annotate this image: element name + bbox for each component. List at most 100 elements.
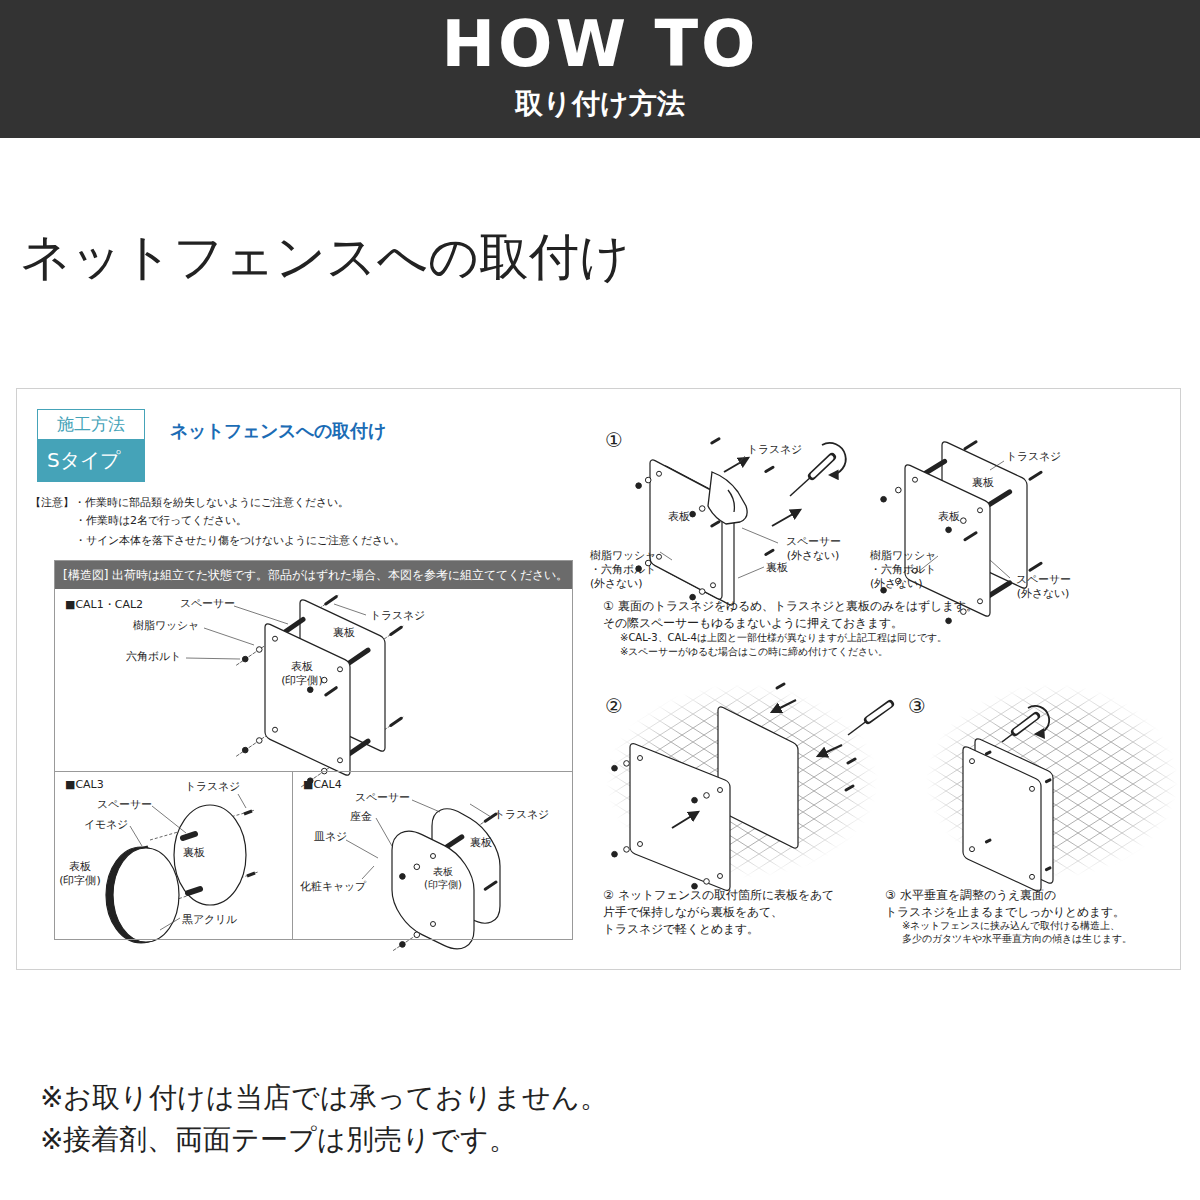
- hardware-part: [989, 492, 1009, 505]
- part-label: スペーサー: [355, 791, 410, 805]
- hole-or-washer: [1030, 786, 1035, 791]
- hardware-part: [326, 688, 337, 695]
- hardware-part: [1030, 472, 1041, 479]
- hardware-part: [777, 684, 784, 688]
- hardware-part: [965, 533, 976, 540]
- instruction-frame: [17, 389, 1181, 970]
- hole-or-washer: [256, 647, 262, 653]
- hardware-part: [284, 620, 303, 633]
- step-note: ※CAL-3、CAL-4は上図と一部仕様が異なりますが上記工程は同じです。: [620, 632, 947, 645]
- hole-or-washer: [624, 761, 630, 767]
- hole-or-washer: [624, 847, 630, 853]
- hole-or-washer: [913, 477, 918, 482]
- part-label: 表板: [668, 510, 690, 524]
- part-label: 裏板: [333, 626, 355, 640]
- node-heading: [構造図] 出荷時は組立てた状態です。部品がはずれた場合、本図を参考に組立ててく…: [55, 561, 572, 589]
- variant-panel: ■CAL1・CAL2: [55, 589, 572, 771]
- leader-lines: [130, 456, 1010, 930]
- hardware-part: [485, 882, 496, 889]
- node-text: Sタイプ: [37, 440, 145, 482]
- subtitle: 取り付け方法: [0, 86, 1200, 121]
- hardware-part: [766, 550, 773, 554]
- hardware-part: [766, 467, 773, 471]
- hardware-part: [848, 759, 855, 763]
- hole-or-washer: [273, 636, 278, 641]
- section-heading: ネットフェンスへの取付け: [20, 226, 630, 289]
- hardware-part: [349, 650, 368, 663]
- hole-or-washer: [400, 874, 406, 880]
- hole-or-washer: [431, 922, 436, 927]
- hole-or-washer: [638, 756, 643, 761]
- part-label: トラスネジ: [494, 808, 549, 822]
- hole-or-washer: [881, 496, 887, 502]
- node-heading: ■CAL3: [55, 772, 114, 797]
- hole-or-washer: [946, 618, 952, 624]
- caution-note: 【注意】・作業時に部品類を紛失しないようにご注意ください。: [30, 496, 349, 510]
- step-note: ※スペーサーがゆるむ場合はこの時に締め付けてください。: [620, 646, 888, 659]
- hardware-part: [349, 741, 368, 754]
- hardware-part: [1046, 868, 1050, 870]
- header-bar: [0, 0, 1200, 138]
- hole-or-washer: [704, 793, 710, 799]
- node-heading: 施工方法: [37, 409, 145, 440]
- step-note: ※ネットフェンスに挟み込んで取付ける構造上、 多少のガタツキや水平垂直方向の傾き…: [902, 920, 1172, 945]
- hardware-part: [986, 840, 990, 842]
- part-label: トラスネジ: [747, 443, 802, 457]
- hole-or-washer: [699, 506, 705, 512]
- hole-or-washer: [307, 687, 313, 693]
- part-label: 樹脂ワッシャ ・六角ボルト (外さない): [870, 549, 944, 590]
- part-label: 裏板: [972, 476, 994, 490]
- hole-or-washer: [699, 589, 705, 595]
- part-label: 表板 (印字側): [416, 866, 470, 891]
- footnote: ※お取り付けは当店では承っておりません。: [40, 1080, 608, 1115]
- part-label: イモネジ: [84, 818, 128, 832]
- part-label: 裏板: [470, 836, 492, 850]
- hardware-part: [326, 597, 337, 604]
- structure-panel: [構造図] 出荷時は組立てた状態です。部品がはずれた場合、本図を参考に組立ててく…: [54, 560, 573, 940]
- node-heading: ■CAL1・CAL2: [55, 589, 153, 620]
- step-text: ① 裏面のトラスネジをゆるめ、トラスネジと裏板のみをはずします。 その際スペーサ…: [603, 598, 1033, 632]
- hole-or-washer: [242, 656, 248, 662]
- hardware-part: [391, 718, 402, 725]
- part-label: 表板 (印字側): [52, 860, 108, 888]
- sign-plate: [963, 745, 1041, 893]
- hole-or-washer: [338, 758, 343, 763]
- step-text: ② ネットフェンスの取付箇所に表板をあて 片手で保持しながら裏板をあて、 トラス…: [603, 887, 878, 937]
- sign-plate: [392, 820, 474, 960]
- page-title: HOW TO: [0, 4, 1200, 84]
- variant-panel: ■CAL4: [293, 771, 572, 939]
- part-label: トラスネジ: [1006, 450, 1061, 464]
- hole-or-washer: [704, 879, 710, 885]
- panel-heading: ネットフェンスへの取付け: [170, 418, 386, 443]
- hole-or-washer: [692, 797, 698, 803]
- part-label: 裏板: [766, 561, 788, 575]
- hardware-part: [989, 583, 1009, 596]
- part-label: 裏板: [183, 846, 205, 860]
- hole-or-washer: [431, 854, 436, 859]
- sign-plate: [265, 622, 350, 777]
- part-label: スペーサー (外さない): [780, 535, 846, 563]
- part-label: 六角ボルト: [126, 650, 181, 664]
- part-label: スペーサー: [97, 798, 152, 812]
- hole-or-washer: [978, 599, 983, 604]
- hole-or-washer: [946, 527, 952, 533]
- part-label: 黒アクリル: [182, 913, 237, 927]
- hole-or-washer: [718, 874, 723, 879]
- hole-or-washer: [273, 727, 278, 732]
- part-label: 皿ネジ: [314, 830, 347, 844]
- hardware-part: [924, 461, 944, 474]
- step-number: ③: [906, 694, 928, 719]
- hole-or-washer: [711, 583, 716, 588]
- part-label: トラスネジ: [370, 609, 425, 623]
- hole-or-washer: [338, 667, 343, 672]
- hardware-part: [712, 522, 719, 526]
- caution-note: ・サイン本体を落下させたり傷をつけないようにご注意ください。: [75, 534, 405, 548]
- hole-or-washer: [1030, 874, 1035, 879]
- hole-or-washer: [970, 847, 975, 852]
- part-label: スペーサー: [180, 597, 235, 611]
- step-number: ②: [603, 694, 625, 719]
- step-text: ③ 水平垂直を調整のうえ裏面の トラスネジを止まるまでしっかりとめます。: [885, 887, 1160, 921]
- hole-or-washer: [657, 471, 662, 476]
- part-label: 表板: [938, 510, 960, 524]
- hardware-part: [1030, 563, 1041, 570]
